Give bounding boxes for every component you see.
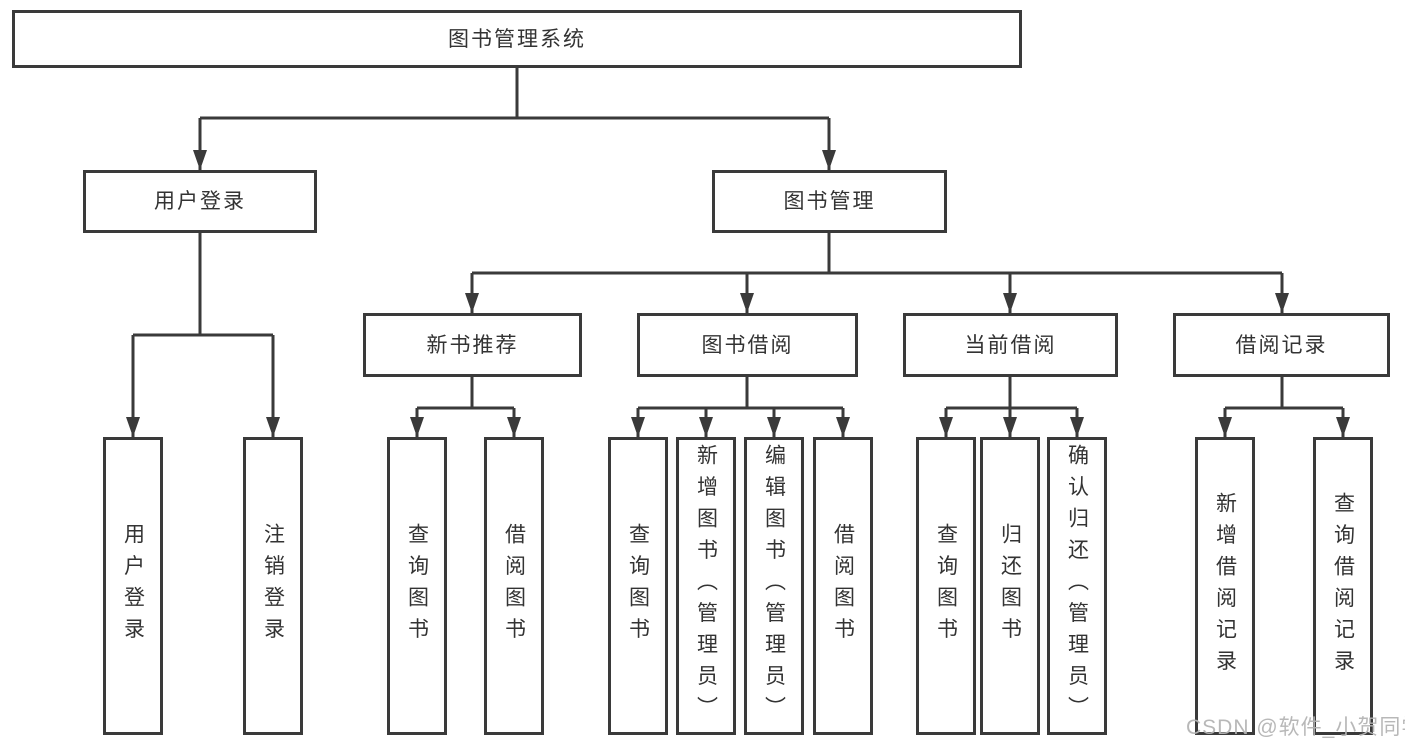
leaf-borrow-books: 借阅图书 [484, 437, 544, 735]
leaf-confirm-return-admin: 确认归还（管理员） [1047, 437, 1107, 735]
leaf-query-books: 查询图书 [387, 437, 447, 735]
leaf-add-borrow-record: 新增借阅记录 [1195, 437, 1255, 735]
node-user-login: 用户登录 [83, 170, 317, 233]
node-borrow-records: 借阅记录 [1173, 313, 1390, 377]
node-root-system: 图书管理系统 [12, 10, 1022, 68]
leaf-query-books: 查询图书 [608, 437, 668, 735]
root-rail [200, 68, 829, 120]
node-new-book-recommend: 新书推荐 [363, 313, 582, 377]
node-book-borrowing: 图书借阅 [637, 313, 858, 377]
leaf-edit-books-admin: 编辑图书（管理员） [744, 437, 804, 735]
csdn-watermark: CSDN @软件_小贺同学 [1186, 716, 1405, 739]
current-borrow-rail [946, 377, 1077, 410]
leaf-add-books-admin: 新增图书（管理员） [676, 437, 736, 735]
node-current-borrowing: 当前借阅 [903, 313, 1118, 377]
borrow-record-rail [1225, 377, 1343, 410]
leaf-user-login: 用户登录 [103, 437, 163, 735]
node-book-management: 图书管理 [712, 170, 947, 233]
leaf-return-books: 归还图书 [980, 437, 1040, 735]
leaf-borrow-books: 借阅图书 [813, 437, 873, 735]
book-borrow-rail [638, 377, 843, 410]
book-management-rail [472, 233, 1282, 275]
leaf-query-borrow-record: 查询借阅记录 [1313, 437, 1373, 735]
leaf-logout: 注销登录 [243, 437, 303, 735]
new-book-rail [417, 377, 514, 410]
leaf-query-books: 查询图书 [916, 437, 976, 735]
user-login-rail [133, 233, 273, 337]
